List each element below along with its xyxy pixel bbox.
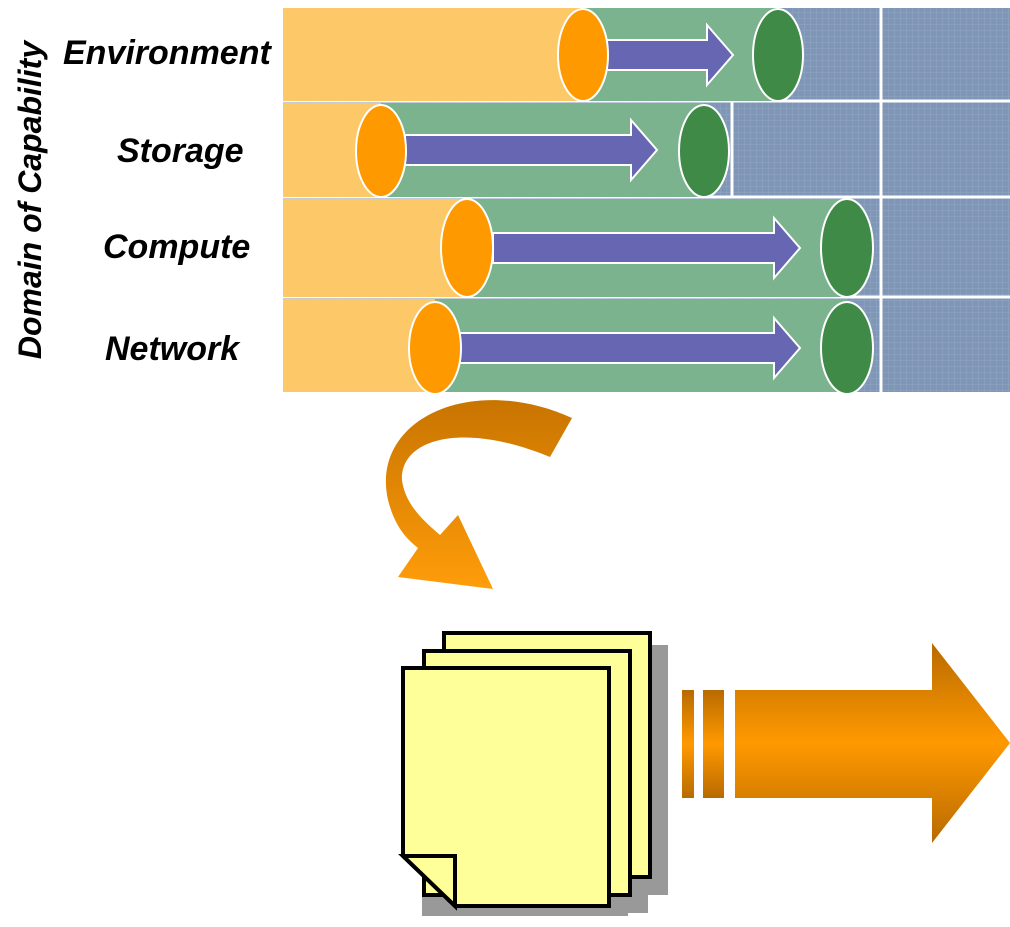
end-marker bbox=[752, 8, 804, 102]
past-segment bbox=[283, 199, 467, 297]
progress-arrow-icon bbox=[459, 315, 802, 381]
start-marker bbox=[408, 301, 462, 395]
row-label-network: Network bbox=[105, 330, 240, 368]
progress-arrow-icon bbox=[492, 215, 802, 281]
row-network bbox=[283, 299, 874, 395]
axis-label: Domain of Capability bbox=[12, 40, 48, 360]
start-marker bbox=[557, 8, 609, 102]
end-marker bbox=[678, 104, 730, 198]
start-marker bbox=[440, 198, 494, 298]
progress-arrow-icon bbox=[404, 117, 659, 183]
row-environment bbox=[283, 8, 804, 102]
row-storage bbox=[283, 103, 730, 198]
past-segment bbox=[283, 8, 583, 101]
progress-arrow-icon bbox=[606, 22, 735, 88]
row-label-storage: Storage bbox=[117, 132, 244, 170]
row-label-compute: Compute bbox=[103, 228, 251, 266]
end-marker bbox=[820, 301, 874, 395]
row-compute bbox=[283, 198, 874, 298]
documents-stack-icon bbox=[398, 631, 668, 916]
output-arrow-icon bbox=[682, 643, 1010, 843]
curved-arrow-icon bbox=[385, 400, 572, 589]
end-marker bbox=[820, 198, 874, 298]
start-marker bbox=[355, 104, 407, 198]
row-label-environment: Environment bbox=[63, 34, 271, 72]
